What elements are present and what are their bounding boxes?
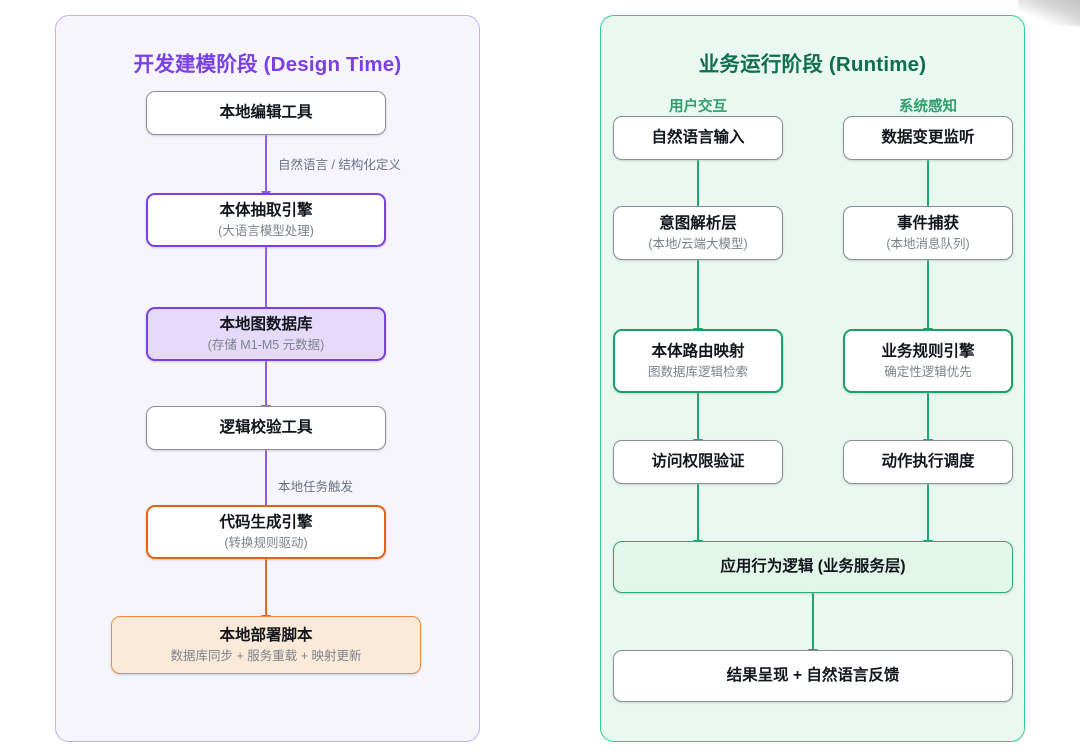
- node-action-execution-scheduling[interactable]: 动作执行调度: [843, 440, 1013, 484]
- panel-design-time-title: 开发建模阶段 (Design Time): [133, 53, 402, 76]
- node-subtitle: (本地/云端大模型): [648, 236, 748, 251]
- node-ontology-routing-mapping[interactable]: 本体路由映射 图数据库逻辑检索: [613, 329, 783, 393]
- node-title: 意图解析层: [659, 215, 737, 233]
- column-heading-user-interaction: 用户交互: [669, 99, 727, 115]
- node-title: 数据变更监听: [881, 129, 975, 147]
- node-subtitle: (大语言模型处理): [218, 223, 314, 238]
- edge-label-1: 自然语言 / 结构化定义: [278, 158, 401, 172]
- node-title: 应用行为逻辑 (业务服务层): [720, 558, 906, 576]
- edge-label-2: 本地任务触发: [278, 480, 354, 494]
- column-heading-system-sensing: 系统感知: [899, 99, 957, 115]
- node-title: 动作执行调度: [881, 453, 975, 471]
- node-title: 自然语言输入: [651, 129, 745, 147]
- panel-runtime: 业务运行阶段 (Runtime) 用户交互 系统感知 自然语言输入 意图解析层 …: [600, 15, 1025, 742]
- node-title: 业务规则引擎: [881, 343, 975, 361]
- node-title: 本地编辑工具: [219, 104, 313, 122]
- node-logic-validation-tool[interactable]: 逻辑校验工具: [146, 406, 386, 450]
- node-title: 本体抽取引擎: [219, 202, 313, 220]
- corner-gradient-artifact: [1018, 0, 1080, 26]
- node-subtitle: (存储 M1-M5 元数据): [207, 337, 325, 352]
- node-business-rule-engine[interactable]: 业务规则引擎 确定性逻辑优先: [843, 329, 1013, 393]
- node-result-presentation-feedback[interactable]: 结果呈现 + 自然语言反馈: [613, 650, 1013, 702]
- node-title: 代码生成引擎: [219, 514, 313, 532]
- node-title: 本地图数据库: [219, 316, 313, 334]
- node-data-change-listener[interactable]: 数据变更监听: [843, 116, 1013, 160]
- node-local-deployment-script[interactable]: 本地部署脚本 数据库同步 + 服务重载 + 映射更新: [111, 616, 421, 674]
- node-local-graph-database[interactable]: 本地图数据库 (存储 M1-M5 元数据): [146, 307, 386, 361]
- node-subtitle: 图数据库逻辑检索: [647, 364, 748, 379]
- node-event-capture[interactable]: 事件捕获 (本地消息队列): [843, 206, 1013, 260]
- node-code-generation-engine[interactable]: 代码生成引擎 (转换规则驱动): [146, 505, 386, 559]
- node-title: 逻辑校验工具: [219, 419, 313, 437]
- node-subtitle: (转换规则驱动): [224, 535, 308, 550]
- node-natural-language-input[interactable]: 自然语言输入: [613, 116, 783, 160]
- node-subtitle: 确定性逻辑优先: [884, 364, 972, 379]
- panel-design-time: 开发建模阶段 (Design Time) 本地编辑工具 自然语言 / 结构化定义…: [55, 15, 480, 742]
- node-title: 本体路由映射: [651, 343, 745, 361]
- node-intent-parsing-layer[interactable]: 意图解析层 (本地/云端大模型): [613, 206, 783, 260]
- node-ontology-extraction-engine[interactable]: 本体抽取引擎 (大语言模型处理): [146, 193, 386, 247]
- node-local-editing-tool[interactable]: 本地编辑工具: [146, 91, 386, 135]
- node-title: 事件捕获: [896, 215, 959, 233]
- node-access-permission-verification[interactable]: 访问权限验证: [613, 440, 783, 484]
- node-subtitle: 数据库同步 + 服务重载 + 映射更新: [170, 648, 362, 663]
- node-title: 本地部署脚本: [219, 627, 313, 645]
- node-title: 结果呈现 + 自然语言反馈: [726, 667, 900, 685]
- panel-runtime-title: 业务运行阶段 (Runtime): [698, 53, 927, 76]
- node-title: 访问权限验证: [651, 453, 745, 471]
- node-subtitle: (本地消息队列): [886, 236, 970, 251]
- node-application-behavior-logic[interactable]: 应用行为逻辑 (业务服务层): [613, 541, 1013, 593]
